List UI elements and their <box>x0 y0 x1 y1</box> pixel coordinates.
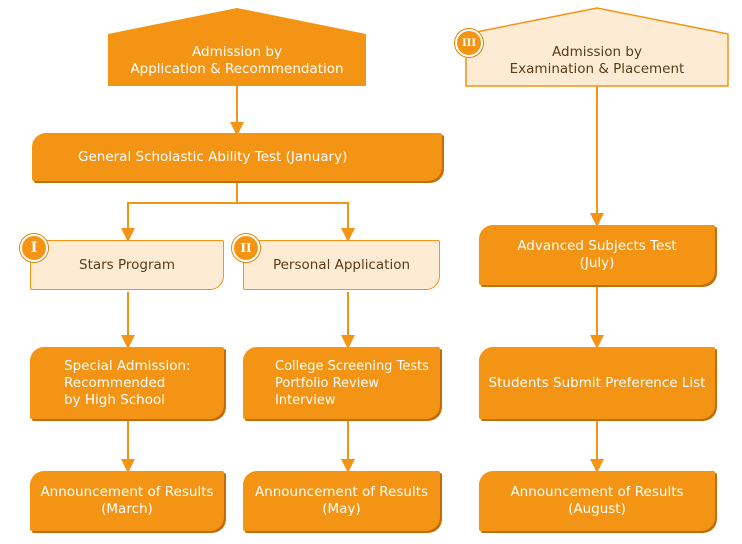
preference-list-box: Students Submit Preference List <box>479 347 715 419</box>
results-may-label: Announcement of Results (May) <box>254 484 429 517</box>
badge-one: I <box>20 234 48 262</box>
gsat-box: General Scholastic Ability Test (January… <box>32 133 442 181</box>
house-shape-exam-place <box>465 7 729 87</box>
admission-app-rec-label: Admission by Application & Recommendatio… <box>130 44 344 77</box>
results-march-label: Announcement of Results (March) <box>40 484 214 517</box>
advanced-subjects-label: Advanced Subjects Test (July) <box>517 238 677 271</box>
personal-application-label: Personal Application <box>272 256 411 273</box>
connector-split <box>121 183 238 242</box>
stars-program-label: Stars Program <box>79 256 175 273</box>
advanced-subjects-box: Advanced Subjects Test (July) <box>479 225 715 285</box>
house-shape-app-rec <box>108 8 366 86</box>
college-screening-label: College Screening Tests Portfolio Review… <box>275 358 429 408</box>
results-may-box: Announcement of Results (May) <box>243 471 440 531</box>
connector-split <box>237 202 355 242</box>
badge-three: III <box>455 29 483 57</box>
results-august-label: Announcement of Results (August) <box>510 484 684 517</box>
admission-exam-place-label: Admission by Examination & Placement <box>509 44 685 77</box>
college-screening-box: College Screening Tests Portfolio Review… <box>243 347 440 419</box>
special-admission-label: Special Admission: Recommended by High S… <box>64 357 191 408</box>
badge-two: II <box>232 234 260 262</box>
results-august-box: Announcement of Results (August) <box>479 471 715 531</box>
results-march-box: Announcement of Results (March) <box>30 471 224 531</box>
special-admission-box: Special Admission: Recommended by High S… <box>30 347 224 419</box>
preference-list-label: Students Submit Preference List <box>488 374 706 391</box>
personal-application-box: Personal Application <box>243 240 440 290</box>
stars-program-box: Stars Program <box>30 240 224 290</box>
gsat-label: General Scholastic Ability Test (January… <box>78 148 348 165</box>
